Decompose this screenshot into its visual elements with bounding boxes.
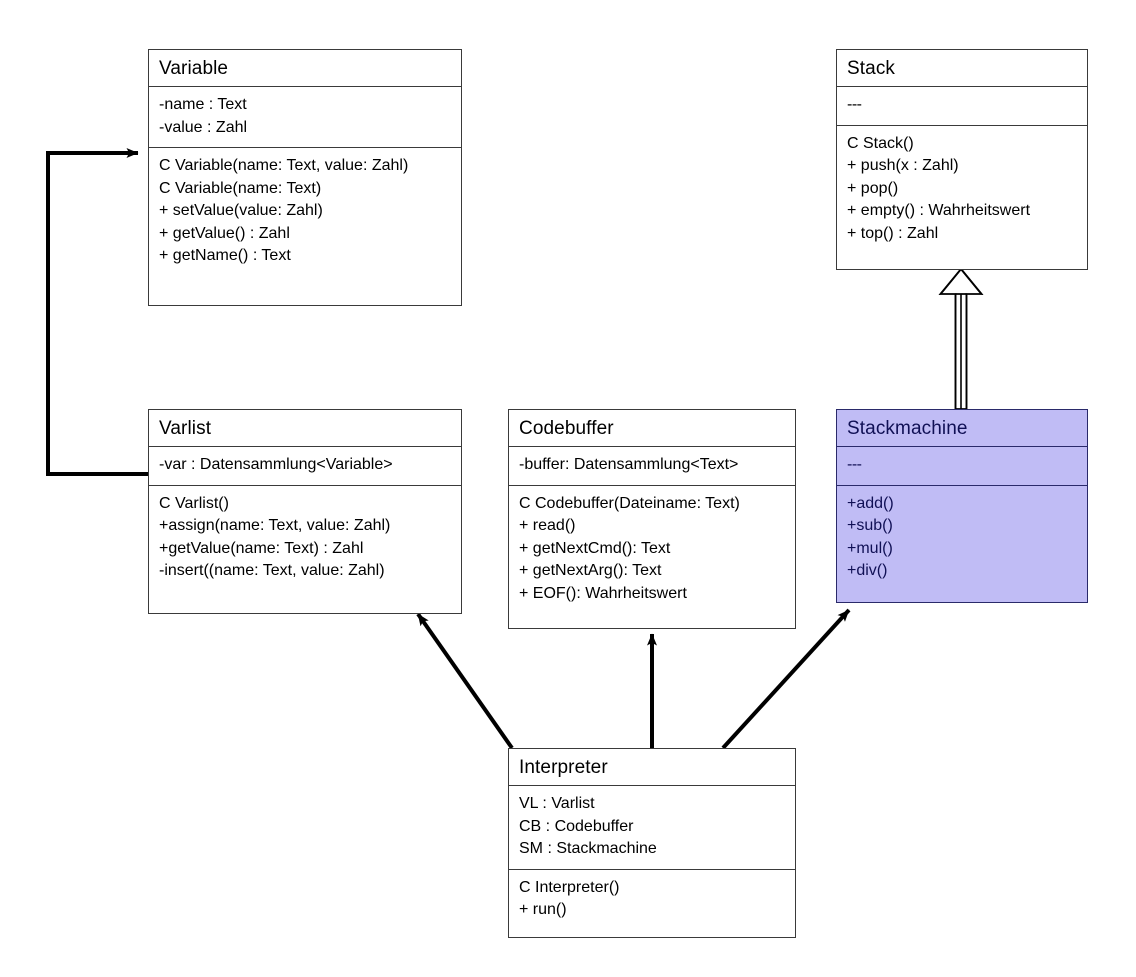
operation-row: +mul()	[847, 539, 893, 557]
class-operations-variable: C Variable(name: Text, value: Zahl) C Va…	[149, 148, 461, 276]
class-separator	[837, 446, 1087, 447]
operation-row: C Codebuffer(Dateiname: Text)	[519, 494, 740, 512]
operation-row: C Varlist()	[159, 494, 229, 512]
attribute-row: VL : Varlist	[519, 795, 595, 812]
class-operations-varlist: C Varlist() +assign(name: Text, value: Z…	[149, 486, 461, 591]
operation-row: + getName() : Text	[159, 247, 291, 264]
class-separator	[149, 86, 461, 87]
attribute-row: -var : Datensammlung<Variable>	[159, 456, 393, 473]
class-attributes-variable: -name : Text -value : Zahl	[149, 87, 461, 147]
class-operations-stack: C Stack() + push(x : Zahl) + pop() + emp…	[837, 126, 1087, 254]
class-box-varlist[interactable]: Varlist -var : Datensammlung<Variable> C…	[148, 409, 462, 614]
operation-row: C Variable(name: Text, value: Zahl)	[159, 157, 409, 174]
class-attributes-stack: ---	[837, 87, 1087, 125]
class-separator	[509, 868, 795, 870]
operation-row: + read()	[519, 517, 576, 534]
class-attributes-stackmachine: ---	[837, 447, 1087, 485]
class-attributes-varlist: -var : Datensammlung<Variable>	[149, 447, 461, 485]
class-separator	[837, 484, 1087, 486]
class-box-stack[interactable]: Stack --- C Stack() + push(x : Zahl) + p…	[836, 49, 1088, 270]
attribute-row: SM : Stackmachine	[519, 840, 657, 857]
operation-row: C Interpreter()	[519, 878, 620, 896]
class-name-varlist: Varlist	[159, 418, 212, 439]
operation-row: +getValue(name: Text) : Zahl	[159, 539, 364, 557]
operation-row: + getValue() : Zahl	[159, 224, 290, 242]
class-operations-interpreter: C Interpreter() + run()	[509, 870, 795, 930]
operation-row: C Stack()	[847, 134, 914, 152]
edge-interpreter-to-varlist	[416, 612, 514, 750]
attribute-row: ---	[847, 96, 862, 113]
operation-row: C Variable(name: Text)	[159, 179, 322, 197]
attribute-row: -name : Text	[159, 96, 247, 113]
class-attributes-codebuffer: -buffer: Datensammlung<Text>	[509, 447, 795, 485]
class-separator	[837, 86, 1087, 87]
operation-row: + top() : Zahl	[847, 224, 939, 242]
edge-interpreter-to-stackmachine	[721, 608, 851, 750]
operation-row: -insert((name: Text, value: Zahl)	[159, 562, 385, 579]
class-operations-stackmachine: +add() +sub() +mul() +div()	[837, 486, 1087, 591]
class-separator	[149, 446, 461, 447]
operation-row: +sub()	[847, 517, 893, 534]
class-name-codebuffer: Codebuffer	[519, 418, 614, 439]
class-box-stackmachine[interactable]: Stackmachine --- +add() +sub() +mul() +d…	[836, 409, 1088, 603]
class-separator	[509, 785, 795, 786]
class-separator	[149, 147, 461, 148]
operation-row: +div()	[847, 562, 888, 579]
class-box-interpreter[interactable]: Interpreter VL : Varlist CB : Codebuffer…	[508, 748, 796, 938]
edge-stackmachine-to-stack	[938, 267, 984, 410]
class-operations-codebuffer: C Codebuffer(Dateiname: Text) + read() +…	[509, 486, 795, 614]
operation-row: + getNextArg(): Text	[519, 562, 662, 579]
operation-row: + push(x : Zahl)	[847, 157, 959, 174]
attribute-row: -value : Zahl	[159, 118, 248, 136]
operation-row: + empty() : Wahrheitswert	[847, 202, 1031, 219]
operation-row: + getNextCmd(): Text	[519, 539, 671, 557]
edge-varlist-to-variable	[46, 148, 148, 476]
class-separator	[149, 484, 461, 486]
class-separator	[509, 484, 795, 486]
class-box-codebuffer[interactable]: Codebuffer -buffer: Datensammlung<Text> …	[508, 409, 796, 629]
class-name-stackmachine: Stackmachine	[847, 418, 968, 439]
operation-row: +add()	[847, 494, 894, 512]
class-name-variable: Variable	[159, 58, 229, 79]
operation-row: + pop()	[847, 179, 899, 197]
operation-row: + setValue(value: Zahl)	[159, 202, 323, 219]
operation-row: + EOF(): Wahrheitswert	[519, 584, 687, 602]
class-separator	[837, 124, 1087, 126]
class-separator	[509, 446, 795, 447]
class-name-interpreter: Interpreter	[519, 757, 608, 778]
class-attributes-interpreter: VL : Varlist CB : Codebuffer SM : Stackm…	[509, 786, 795, 869]
attribute-row: ---	[847, 456, 862, 473]
class-name-stack: Stack	[847, 58, 896, 79]
attribute-row: -buffer: Datensammlung<Text>	[519, 456, 739, 473]
class-box-variable[interactable]: Variable -name : Text -value : Zahl C Va…	[148, 49, 462, 306]
operation-row: +assign(name: Text, value: Zahl)	[159, 517, 391, 534]
operation-row: + run()	[519, 901, 567, 918]
attribute-row: CB : Codebuffer	[519, 817, 634, 835]
